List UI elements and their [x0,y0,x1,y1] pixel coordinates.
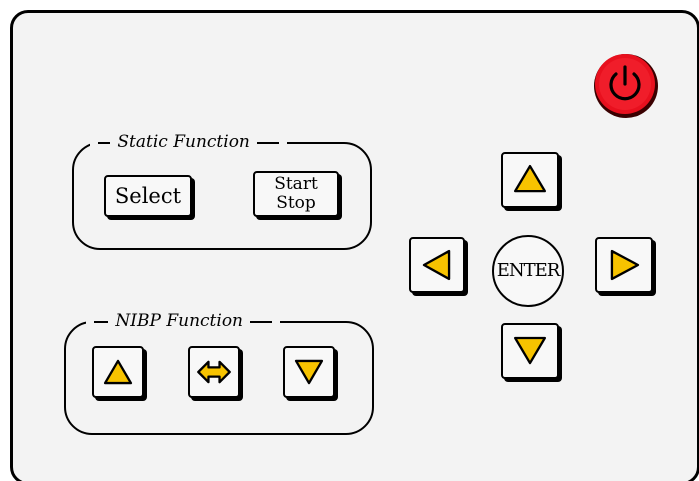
stop-label: Stop [276,193,316,213]
up-arrow-icon [103,359,133,385]
power-icon [594,54,658,118]
select-button-label: Select [114,184,182,208]
static-function-label: Static Function [117,132,250,152]
left-arrow-icon [422,249,451,281]
power-button[interactable] [592,52,660,120]
left-right-arrow-icon [197,360,231,384]
title-dash-right [250,320,273,323]
enter-button[interactable]: ENTER [492,235,564,307]
down-arrow-icon [294,359,324,385]
nav-down-button[interactable] [501,323,559,379]
down-arrow-icon [513,336,547,365]
nibp-up-button[interactable] [92,346,144,398]
static-function-group: Static Function [72,131,372,250]
nav-right-button[interactable] [595,237,653,293]
static-function-title: Static Function [90,131,288,153]
start-label: Start [274,174,318,194]
nibp-function-label: NIBP Function [115,311,243,331]
title-dash-left [98,141,110,144]
right-arrow-icon [610,249,640,281]
nibp-down-button[interactable] [283,346,335,398]
start-stop-button[interactable]: Start Stop [253,171,339,217]
nav-left-button[interactable] [409,237,465,293]
up-arrow-icon [513,164,547,193]
nibp-function-title: NIBP Function [86,310,281,332]
title-dash-right [257,141,280,144]
enter-label: ENTER [496,260,561,281]
nav-up-button[interactable] [501,152,559,208]
nibp-function-group: NIBP Function [64,310,374,435]
nibp-left-right-button[interactable] [188,346,240,398]
select-button[interactable]: Select [104,175,192,217]
title-dash-left [94,320,108,323]
